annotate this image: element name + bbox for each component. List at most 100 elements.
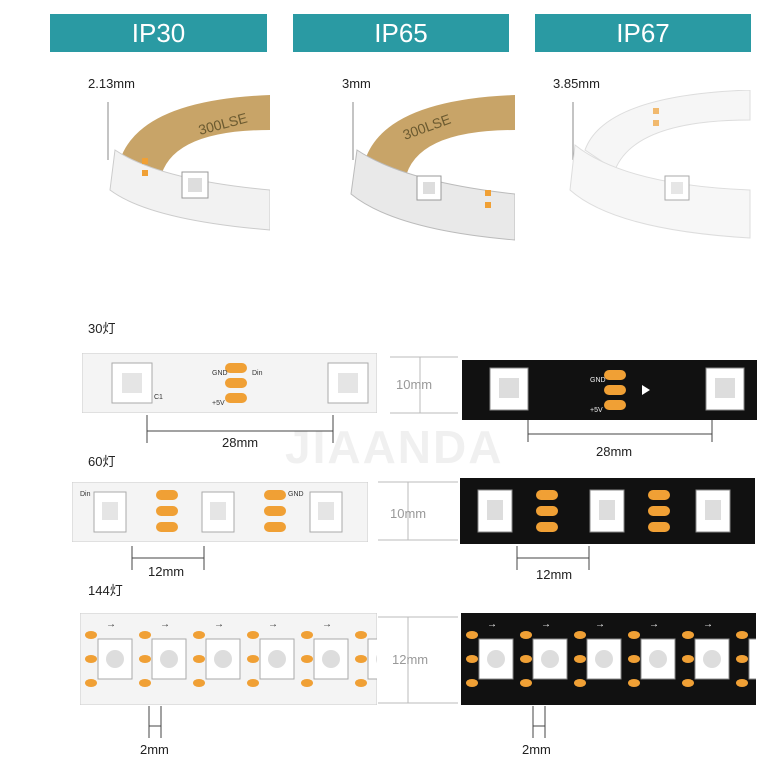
led-lens (595, 650, 613, 668)
solder-pad (628, 631, 640, 639)
strip-144-black: →→→→→→ (461, 613, 756, 705)
solder-pad (628, 679, 640, 687)
solder-pad (574, 655, 586, 663)
direction-arrow-icon: → (703, 619, 713, 630)
solder-pad (85, 631, 97, 639)
width-60: 10mm (390, 506, 427, 521)
pad-label-din: Din (252, 370, 263, 377)
pad-label-gnd-black: GND (590, 377, 606, 384)
solder-pad (466, 631, 478, 639)
solder-pad (466, 679, 478, 687)
led-chip (367, 638, 377, 680)
pad-label-gnd: GND (212, 370, 228, 377)
header-ip30: IP30 (50, 14, 267, 52)
led-lens (268, 650, 286, 668)
solder-pad (736, 679, 748, 687)
led-lens (703, 650, 721, 668)
width-30: 10mm (396, 377, 433, 392)
header-ip65: IP65 (293, 14, 509, 52)
solder-pad (139, 655, 151, 663)
row-label-60: 60灯 (88, 454, 116, 469)
solder-pad (247, 631, 259, 639)
width-line-60 (378, 481, 458, 541)
solder-pad (301, 655, 313, 663)
pad-label-gnd-60: GND (288, 491, 304, 498)
solder-pad (139, 679, 151, 687)
direction-arrow-icon: → (487, 619, 497, 630)
led-lens (160, 650, 178, 668)
solder-pad (520, 655, 532, 663)
thickness-ip67: 3.85mm (553, 76, 600, 91)
width-line-144 (378, 616, 458, 704)
direction-arrow-icon: → (160, 619, 170, 630)
width-line-30 (390, 356, 458, 414)
solder-pad (520, 679, 532, 687)
strip-144-white: →→→→→→ (80, 613, 377, 705)
led-chip (694, 638, 730, 680)
led-lens (214, 650, 232, 668)
solder-pad (466, 655, 478, 663)
led-lens (541, 650, 559, 668)
solder-pad (85, 679, 97, 687)
solder-pad (193, 655, 205, 663)
pad-label-c1: C1 (154, 394, 163, 401)
led-chip (748, 638, 756, 680)
solder-pad (301, 631, 313, 639)
solder-pad (139, 631, 151, 639)
solder-pad (247, 679, 259, 687)
led-lens (106, 650, 124, 668)
dim-30-left: 28mm (222, 435, 259, 450)
direction-arrow-icon: → (214, 619, 224, 630)
led-lens (649, 650, 667, 668)
strip-30-black: +5V GND (462, 360, 757, 420)
roll-image-ip30: 300LSE (107, 95, 270, 231)
watermark: JIAANDA (285, 421, 504, 473)
strip-30-white: GND Din +5V C1 (82, 353, 377, 413)
dim-144-right: 2mm (522, 742, 551, 757)
direction-arrow-icon: → (595, 619, 605, 630)
led-lens (322, 650, 340, 668)
direction-arrow-icon: → (322, 619, 332, 630)
dim-60-left: 12mm (148, 564, 185, 579)
solder-pad (574, 631, 586, 639)
solder-pad (628, 655, 640, 663)
strip-60-white: Din GND (72, 482, 368, 542)
direction-arrow-icon: → (649, 619, 659, 630)
header-ip67: IP67 (535, 14, 751, 52)
solder-pad (193, 679, 205, 687)
pad-label-5v: +5V (212, 400, 225, 407)
roll-image-ip65: 300LSE (350, 95, 515, 241)
dim-144-left: 2mm (140, 742, 169, 757)
led-lens (487, 650, 505, 668)
direction-arrow-icon: → (268, 619, 278, 630)
dim-line-60-right (516, 546, 590, 570)
solder-pad (682, 655, 694, 663)
dim-line-30-right (527, 420, 713, 442)
strip-60-black (460, 478, 755, 544)
solder-pad (355, 679, 367, 687)
thickness-ip65: 3mm (342, 76, 371, 91)
roll-image-ip67 (569, 90, 751, 239)
pad-label-din-60: Din (80, 491, 91, 498)
row-label-144: 144灯 (88, 583, 123, 598)
dim-line-60-left (131, 546, 205, 570)
led-lens (376, 654, 377, 664)
solder-pad (520, 631, 532, 639)
led-chip (586, 638, 622, 680)
solder-pad (247, 655, 259, 663)
solder-pad (301, 679, 313, 687)
dim-60-right: 12mm (536, 567, 573, 582)
solder-pad (574, 679, 586, 687)
direction-arrow-icon: → (106, 619, 116, 630)
solder-pad (85, 655, 97, 663)
dim-line-144-right (532, 706, 546, 738)
thickness-ip30: 2.13mm (88, 76, 135, 91)
width-144: 12mm (392, 652, 429, 667)
row-label-30: 30灯 (88, 321, 116, 336)
solder-pad (355, 655, 367, 663)
solder-pad (682, 679, 694, 687)
dim-line-30-left (146, 415, 334, 443)
solder-pad (682, 631, 694, 639)
dim-30-right: 28mm (596, 444, 633, 459)
solder-pad (193, 631, 205, 639)
